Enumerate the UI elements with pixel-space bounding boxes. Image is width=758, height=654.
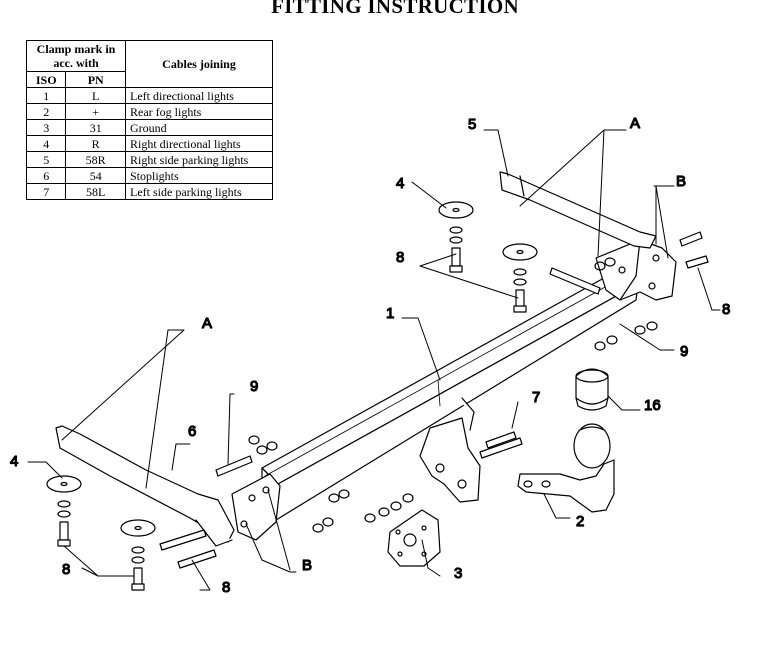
bolt-stack-top-left [449, 226, 463, 273]
leader-lines [27, 129, 721, 591]
callout-8-bottom: 8 [222, 579, 230, 596]
washer-top-left [438, 201, 474, 219]
tow-ball-arm [517, 423, 615, 513]
callout-8-top: 8 [396, 249, 404, 266]
callout-a-left: A [202, 315, 212, 332]
callout-5: 5 [468, 116, 476, 133]
callout-6: 6 [188, 423, 196, 440]
callout-9-left: 9 [250, 378, 258, 395]
callout-2: 2 [576, 513, 584, 530]
bolt-stack-left-2 [131, 546, 145, 591]
washer-left-2 [120, 519, 156, 537]
socket-plate [387, 509, 441, 567]
bracket-bolts-right [549, 231, 709, 351]
callout-4-left: 4 [10, 453, 18, 470]
callout-7: 7 [532, 389, 540, 406]
callout-16: 16 [644, 397, 661, 414]
top-reinforcement-rail [499, 171, 657, 249]
washer-left [46, 475, 82, 493]
bracket-bolts-left [159, 435, 414, 569]
callout-3: 3 [454, 565, 462, 582]
washer-top-right [502, 243, 538, 261]
callout-4-top: 4 [396, 175, 404, 192]
cable-table: Clamp mark in acc. with Cables joining I… [25, 40, 273, 200]
pn-header: PN [65, 71, 126, 88]
callout-8-right: 8 [722, 301, 730, 318]
callout-b-bottom: B [302, 557, 312, 574]
callout-a-top: A [630, 115, 640, 132]
right-mounting-bracket [595, 239, 677, 301]
table-row: 2+Rear fog lights [25, 103, 273, 120]
bolt-stack-top-right [513, 268, 527, 313]
callout-b-top: B [676, 173, 686, 190]
callout-8-bottom-left: 8 [62, 561, 70, 578]
callout-1: 1 [386, 305, 394, 322]
page-title: FITTING INSTRUCTION [271, 0, 519, 18]
ball-cover [575, 368, 609, 411]
clamp-header: Clamp mark in acc. with [26, 40, 126, 72]
ball-bolts [479, 431, 523, 459]
callout-9-right: 9 [680, 343, 688, 360]
left-reinforcement-rail [55, 425, 235, 547]
ball-neck-mount [419, 397, 481, 503]
bolt-stack-left [57, 500, 71, 547]
